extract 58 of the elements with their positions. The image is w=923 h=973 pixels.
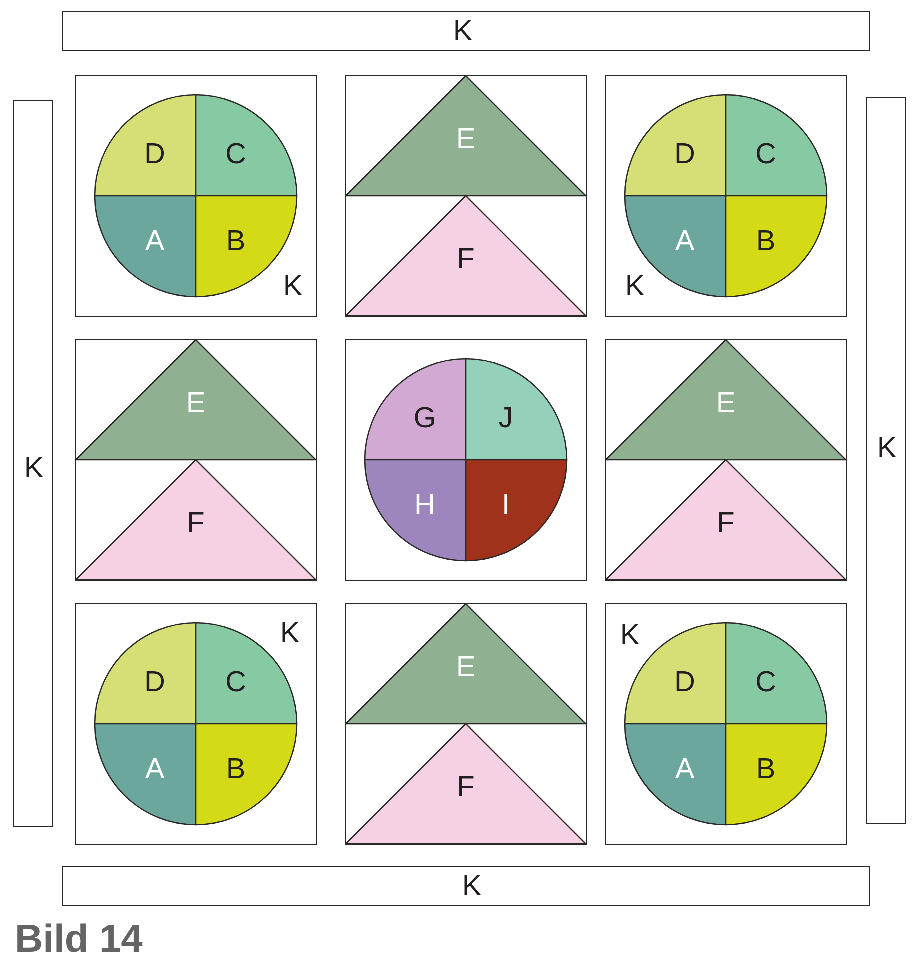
part-label: B [756, 228, 776, 256]
part-label: G [414, 404, 436, 434]
part-label: B [226, 756, 246, 784]
part-label: K [280, 620, 300, 648]
part-label: F [457, 246, 475, 274]
part-label: D [144, 668, 166, 698]
quilt-block [75, 75, 317, 317]
part-label: E [186, 390, 206, 418]
part-label: H [414, 492, 436, 520]
triangle [346, 724, 586, 844]
triangle [76, 460, 316, 580]
part-label: A [675, 228, 695, 256]
part-label: K [462, 872, 482, 902]
part-label: K [283, 272, 303, 302]
part-label: C [226, 140, 246, 170]
part-label: E [716, 390, 736, 418]
border-strip [13, 100, 53, 827]
part-label: D [674, 668, 696, 698]
quilt-block [75, 339, 317, 581]
quilt-block [605, 75, 847, 317]
part-label: D [144, 140, 166, 170]
part-label: F [717, 510, 735, 538]
part-label: D [674, 140, 696, 170]
part-label: B [756, 756, 776, 784]
part-label: A [145, 756, 165, 784]
part-label: K [620, 622, 640, 650]
part-label: C [226, 668, 246, 698]
part-label: K [453, 18, 473, 46]
part-label: I [502, 492, 510, 520]
triangle [606, 340, 846, 460]
part-label: K [625, 272, 645, 302]
border-strip [62, 11, 870, 51]
quilt-block [75, 603, 317, 845]
part-label: F [457, 774, 475, 802]
part-label: A [675, 756, 695, 784]
quilt-block [605, 339, 847, 581]
quilt-block [345, 339, 587, 581]
quilt-block [345, 75, 587, 317]
border-strip [866, 97, 906, 824]
part-label: C [756, 140, 776, 170]
part-label: C [756, 668, 776, 698]
triangle [346, 604, 586, 724]
part-label: A [145, 228, 165, 256]
part-label: E [456, 126, 476, 154]
triangle [346, 196, 586, 316]
part-label: K [24, 454, 44, 483]
part-label: K [877, 434, 897, 463]
part-label: B [226, 228, 246, 256]
triangle [606, 460, 846, 580]
triangle [346, 76, 586, 196]
triangle [76, 340, 316, 460]
caption: Bild 14 [15, 919, 143, 962]
border-strip [62, 866, 870, 906]
part-label: J [498, 404, 514, 434]
part-label: E [456, 654, 476, 682]
part-label: F [187, 510, 205, 538]
quilt-block [345, 603, 587, 845]
quilt-block [605, 603, 847, 845]
